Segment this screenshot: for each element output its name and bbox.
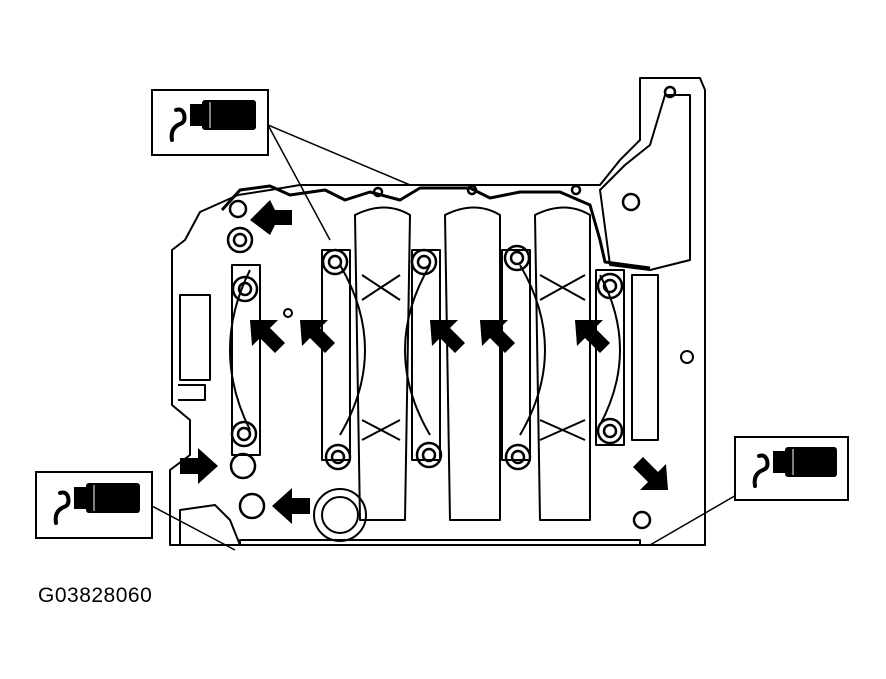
right-strip (631, 274, 659, 441)
sealant-callout-top (151, 89, 269, 156)
bracing-1 (361, 274, 401, 441)
bearing-cap-2 (321, 249, 351, 461)
crank-web-2 (444, 206, 501, 521)
bore-mid-left (404, 264, 431, 436)
arrow-3 (300, 320, 335, 353)
block-outline (169, 77, 706, 546)
oil-seal-outer (313, 488, 367, 542)
bearing-cap-4 (501, 249, 531, 461)
sealant-tube-icon (53, 483, 140, 525)
arrow-1 (250, 200, 292, 235)
oil-seal-inner (321, 496, 359, 534)
leader-line-1 (267, 124, 331, 241)
crank-web-1 (354, 206, 411, 521)
bracing-2 (539, 274, 586, 441)
bearing-cap-5 (595, 269, 625, 446)
left-detail (178, 294, 211, 401)
leader-line-4 (649, 489, 746, 546)
sealant-tube-icon (752, 447, 837, 488)
leader-line-2 (267, 124, 411, 186)
small-hole (680, 350, 694, 364)
arrow-2 (250, 320, 285, 353)
bolt-holes (226, 85, 677, 530)
arrow-9 (633, 457, 668, 490)
arrow-7 (180, 448, 218, 484)
bore-left (229, 269, 251, 431)
sealant-callout-bottom-right (734, 436, 849, 501)
sealant-tube-icon (169, 100, 256, 142)
bore-left-right (339, 264, 366, 436)
bore-mid-right (519, 264, 546, 436)
arrow-4 (430, 320, 465, 353)
figure-id-label: G03828060 (38, 584, 153, 607)
leader-line-3 (149, 504, 236, 551)
arrow-5 (480, 320, 515, 353)
top-sealant-line (220, 184, 651, 270)
arrow-8 (272, 488, 310, 524)
small-hole-2 (283, 308, 293, 318)
upper-housing (599, 94, 691, 271)
arrows (180, 200, 668, 524)
sealant-callout-bottom-left (35, 471, 153, 539)
arrow-6 (575, 320, 610, 353)
crank-web-3 (534, 206, 591, 521)
